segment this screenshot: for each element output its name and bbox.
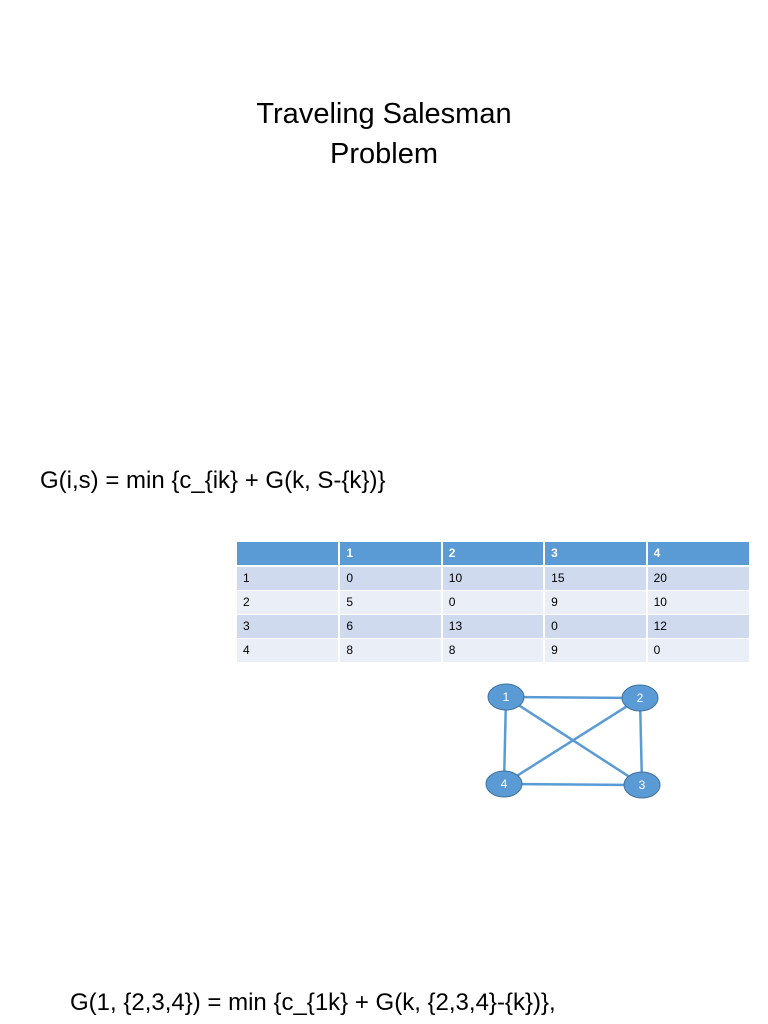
node-label: 4 [501, 777, 508, 791]
node-label: 1 [503, 690, 510, 704]
table-row: 1 0 10 15 20 [237, 566, 749, 591]
table-cell: 0 [338, 566, 442, 591]
table-cell: 4 [237, 638, 340, 663]
graph-node-1: 1 [487, 683, 525, 711]
table-cell: 0 [645, 638, 749, 663]
table-cell: 15 [543, 566, 647, 591]
table-cell: 8 [440, 638, 545, 663]
table-cell: 20 [645, 566, 749, 591]
edge-1-2 [505, 695, 641, 700]
graph-node-3: 3 [623, 771, 661, 799]
table-cell: 3 [237, 614, 340, 639]
table-cell: 1 [237, 566, 340, 591]
header-cell: 2 [440, 542, 545, 567]
table-cell: 12 [645, 614, 749, 639]
recurrence-formula: G(i,s) = min {c_{ik} + G(k, S-{k})} [40, 467, 386, 494]
cost-matrix-table: 1 2 3 4 1 0 10 15 20 2 5 0 9 10 3 6 13 0… [237, 542, 749, 663]
table-cell: 10 [440, 566, 545, 591]
graph-node-4: 4 [485, 770, 523, 798]
title-line-2: Problem [330, 138, 438, 170]
table-cell: 10 [645, 590, 749, 615]
edge-3-4 [503, 782, 643, 787]
table-cell: 9 [543, 638, 647, 663]
city-graph-diagram: 1 2 3 4 [485, 683, 661, 799]
start-formula: G(1, {2,3,4}) = min {c_{1k} + G(k, {2,3,… [70, 989, 556, 1016]
header-cell [237, 542, 340, 567]
node-shape [485, 770, 523, 798]
edge-1-4 [502, 696, 508, 785]
node-shape [487, 683, 525, 711]
node-shape [623, 771, 661, 799]
table-row: 4 8 8 9 0 [237, 638, 749, 663]
table-row: 2 5 0 9 10 [237, 590, 749, 615]
node-shape [621, 684, 659, 712]
header-cell: 3 [543, 542, 647, 567]
table-cell: 9 [543, 590, 647, 615]
table-row: 3 6 13 0 12 [237, 614, 749, 639]
table-cell: 0 [543, 614, 647, 639]
header-cell: 1 [338, 542, 442, 567]
node-label: 2 [637, 691, 644, 705]
edge-2-3 [638, 697, 644, 786]
table-cell: 13 [440, 614, 545, 639]
table-header-row: 1 2 3 4 [237, 542, 749, 567]
graph-edges [502, 695, 644, 787]
page-title: Traveling Salesman Problem [0, 94, 768, 174]
graph-node-2: 2 [621, 684, 659, 712]
table-cell: 2 [237, 590, 340, 615]
table-cell: 0 [440, 590, 545, 615]
table-cell: 6 [338, 614, 442, 639]
title-line-1: Traveling Salesman [256, 98, 512, 130]
table-cell: 5 [338, 590, 442, 615]
node-label: 3 [639, 778, 646, 792]
edge-2-4 [503, 696, 641, 786]
header-cell: 4 [645, 542, 749, 567]
table-cell: 8 [338, 638, 442, 663]
